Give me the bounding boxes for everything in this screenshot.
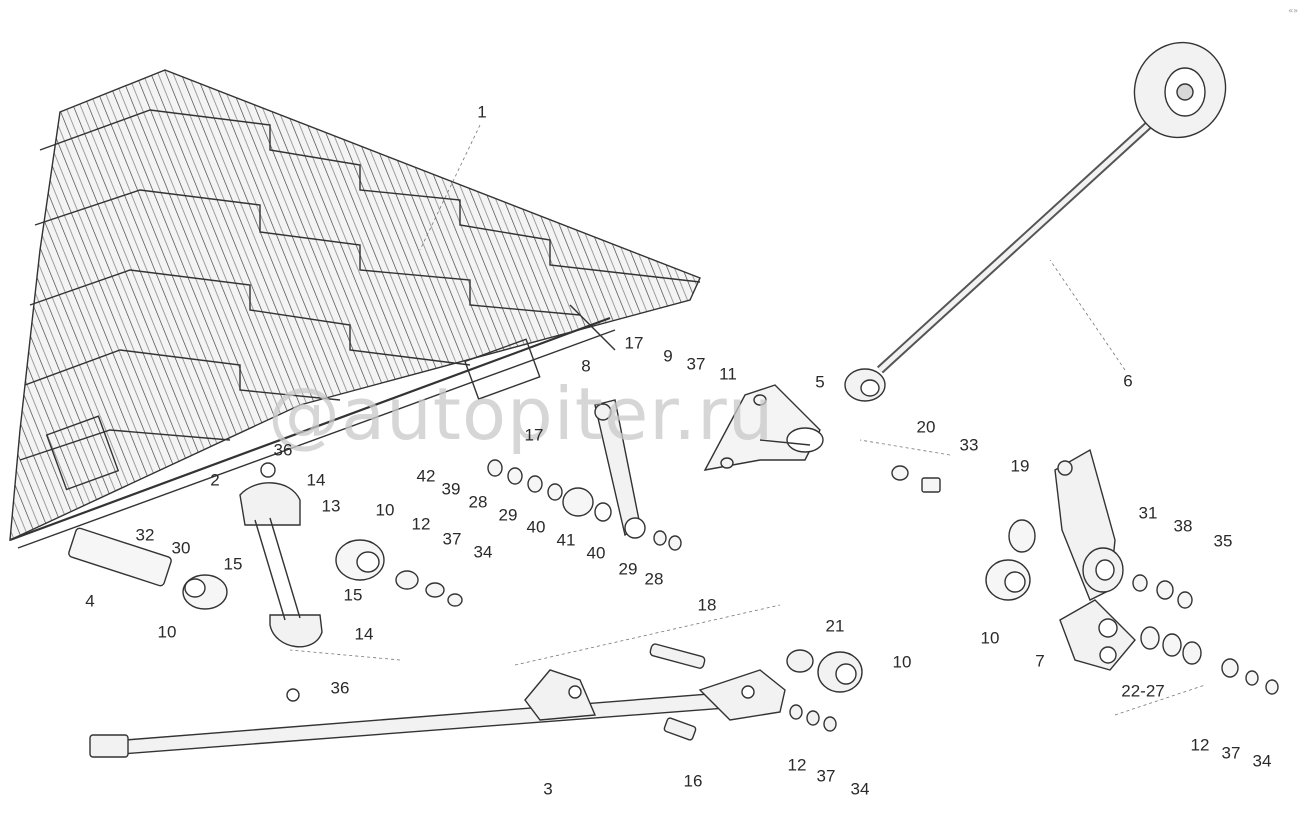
part-label-35: 35	[1213, 531, 1233, 551]
ring-set	[487, 459, 682, 551]
bracket-part-5	[703, 384, 824, 471]
part-label-36-b: 36	[330, 678, 350, 698]
part-label-34-b: 34	[850, 779, 870, 799]
bolts	[649, 643, 863, 741]
lever-part-9	[594, 399, 646, 539]
part-label-37-c: 37	[816, 766, 836, 786]
part-label-40-a: 40	[526, 517, 546, 537]
part-label-15-b: 15	[343, 585, 363, 605]
part-label-17-a: 17	[624, 333, 644, 353]
corner-mark: «»	[1288, 6, 1298, 15]
part-label-28-a: 28	[468, 492, 488, 512]
part-label-2: 2	[210, 470, 220, 490]
shaft-part-4	[68, 527, 228, 610]
part-label-14-b: 14	[354, 624, 374, 644]
part-label-14-a: 14	[306, 470, 326, 490]
leader-lines	[289, 124, 1206, 716]
part-label-3: 3	[543, 779, 553, 799]
link-part-2	[239, 462, 323, 702]
part-label-40-b: 40	[586, 543, 606, 563]
part-label-13: 13	[321, 496, 341, 516]
part-label-32: 32	[135, 525, 155, 545]
part-label-12-b: 12	[787, 755, 807, 775]
part-label-8: 8	[581, 356, 591, 376]
part-label-34-a: 34	[473, 542, 493, 562]
watermark: @autopiter.ru	[268, 372, 775, 456]
part-label-41: 41	[556, 530, 576, 550]
part-label-16: 16	[683, 771, 703, 791]
sieve-grate-assembly	[9, 69, 701, 549]
part-label-19: 19	[1010, 456, 1030, 476]
part-label-12-c: 12	[1190, 735, 1210, 755]
part-label-7: 7	[1035, 651, 1045, 671]
part-label-10-a: 10	[375, 500, 395, 520]
part-label-29-b: 29	[618, 559, 638, 579]
bushings-left	[335, 539, 463, 607]
lever-arm-part-7	[1054, 448, 1136, 671]
bushings-right	[891, 465, 1279, 695]
part-label-36-a: 36	[273, 440, 293, 460]
part-label-15-a: 15	[223, 554, 243, 574]
part-label-6: 6	[1123, 371, 1133, 391]
part-label-37-b: 37	[442, 529, 462, 549]
part-label-42: 42	[416, 466, 436, 486]
part-label-20: 20	[916, 417, 936, 437]
part-label-22-27: 22-27	[1121, 681, 1165, 701]
part-label-11: 11	[719, 364, 737, 384]
part-label-21: 21	[825, 616, 845, 636]
part-label-18: 18	[697, 595, 717, 615]
part-label-33: 33	[959, 435, 979, 455]
part-label-28-b: 28	[644, 569, 664, 589]
part-label-9: 9	[663, 346, 673, 366]
part-label-17-b: 17	[524, 425, 544, 445]
part-label-38: 38	[1173, 516, 1193, 536]
part-label-10-b: 10	[157, 622, 177, 642]
part-label-10-c: 10	[980, 628, 1000, 648]
part-label-31: 31	[1138, 503, 1158, 523]
part-label-1: 1	[477, 102, 487, 122]
part-label-4: 4	[85, 591, 95, 611]
long-arm-part-3	[89, 669, 786, 758]
part-label-37-d: 37	[1221, 743, 1241, 763]
part-label-29-a: 29	[498, 505, 518, 525]
part-label-37-a: 37	[686, 354, 706, 374]
part-label-12-a: 12	[411, 514, 431, 534]
part-label-39: 39	[441, 479, 461, 499]
part-label-30: 30	[171, 538, 191, 558]
part-label-34-c: 34	[1252, 751, 1272, 771]
connecting-rod-part-6	[844, 41, 1227, 402]
part-label-10-d: 10	[892, 652, 912, 672]
part-label-5: 5	[815, 372, 825, 392]
